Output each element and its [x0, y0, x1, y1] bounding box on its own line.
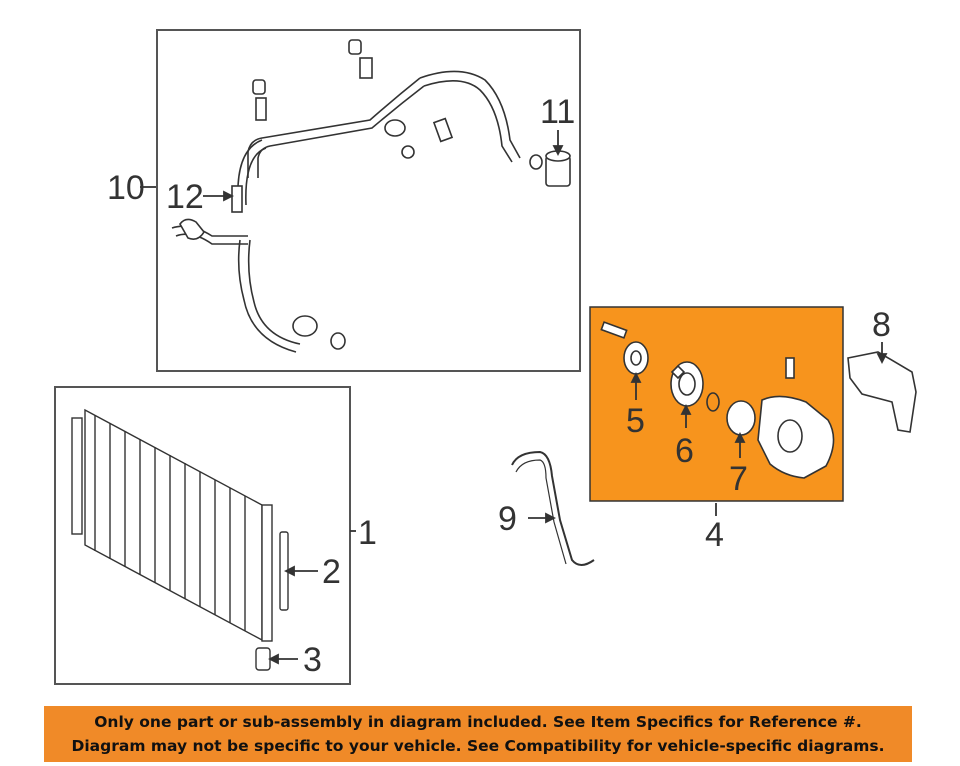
suction-hose [511, 450, 595, 566]
condenser-core [71, 408, 273, 642]
mounting-bracket [847, 351, 917, 433]
callout-1: 1 [358, 514, 377, 552]
callout-8: 8 [872, 306, 891, 344]
callout-9: 9 [498, 500, 517, 538]
callout-5: 5 [626, 402, 645, 440]
disclaimer-line-2: Diagram may not be specific to your vehi… [71, 737, 885, 755]
parts-diagram [54, 29, 917, 685]
callout-11: 11 [540, 93, 576, 131]
ac-hose-lines [171, 70, 521, 353]
condenser-frame [54, 386, 351, 685]
receiver-drier [545, 150, 571, 187]
callout-2: 2 [322, 553, 341, 591]
disclaimer-banner: Only one part or sub-assembly in diagram… [44, 706, 912, 762]
callout-6: 6 [675, 432, 694, 470]
leader-lines [140, 130, 888, 665]
disclaimer-line-1: Only one part or sub-assembly in diagram… [94, 713, 862, 731]
hose-fittings [179, 39, 543, 350]
hose-assembly-frame [156, 29, 581, 372]
callout-4: 4 [705, 516, 724, 554]
callout-10: 10 [107, 169, 145, 207]
callout-12: 12 [166, 178, 204, 216]
compressor-parts [600, 321, 835, 479]
callout-7: 7 [729, 460, 748, 498]
callout-3: 3 [303, 641, 322, 679]
